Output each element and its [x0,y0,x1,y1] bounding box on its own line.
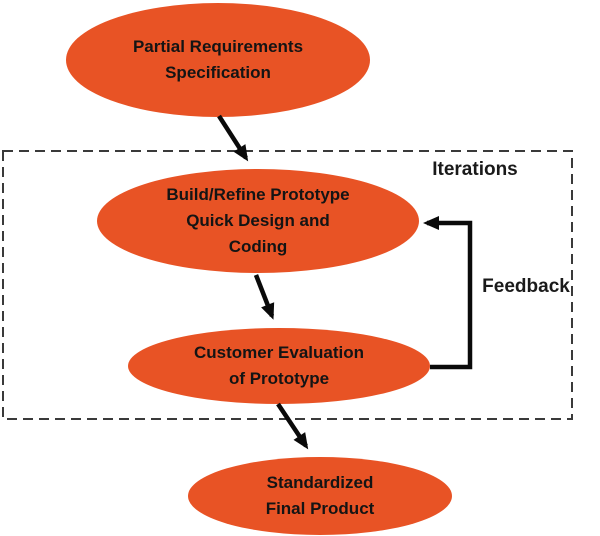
node-partial-requirements-label: Partial Requirements Specification [132,37,304,82]
node-build-refine-label: Build/Refine Prototype Quick Design and … [166,185,350,256]
node-standardized-final-product: Standardized Final Product [188,457,452,535]
node-partial-requirements-specification: Partial Requirements Specification [66,3,370,117]
node-customer-evaluation: Customer Evaluation of Prototype [128,328,430,404]
arrow-feedback-loop [423,216,473,370]
arrow-requirements-to-build [217,114,249,162]
arrow-evaluation-to-final [276,402,309,450]
arrow-build-to-evaluation [253,274,275,320]
feedback-edge-label: Feedback [482,276,570,297]
node-final-product-label: Standardized Final Product [265,473,375,518]
node-build-refine-prototype: Build/Refine Prototype Quick Design and … [97,169,419,273]
node-customer-evaluation-label: Customer Evaluation of Prototype [193,343,365,388]
iterations-box-label: Iterations [432,159,518,180]
